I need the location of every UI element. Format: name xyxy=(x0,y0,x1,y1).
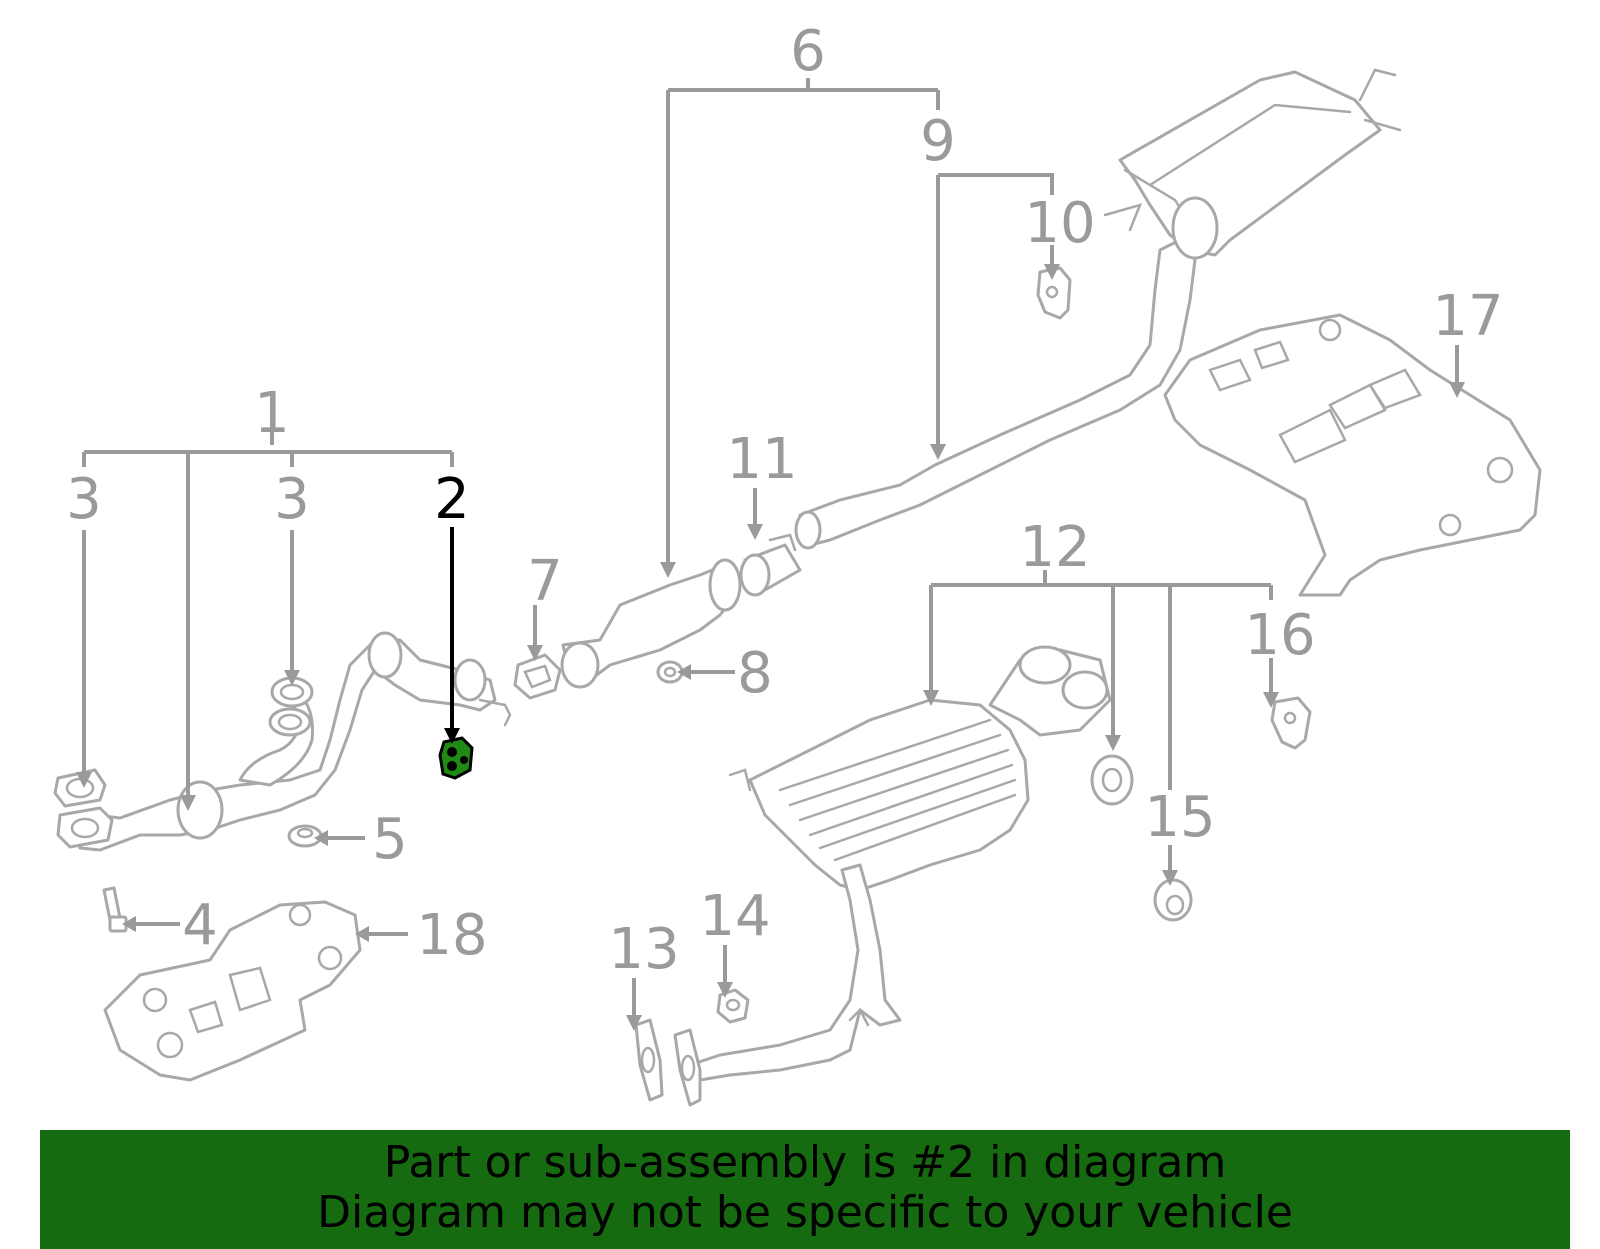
callout-5: 5 xyxy=(372,807,408,872)
rubber-isolator-part-15b[interactable] xyxy=(1153,878,1193,922)
callout-18: 18 xyxy=(416,903,487,968)
gasket-part-7[interactable] xyxy=(513,653,562,700)
arrowheads xyxy=(76,264,1465,1031)
callout-16: 16 xyxy=(1244,603,1315,668)
gasket-3-left[interactable] xyxy=(53,768,107,808)
callout-10: 10 xyxy=(1024,191,1095,256)
gasket-part-13[interactable] xyxy=(634,1018,664,1102)
callout-17: 17 xyxy=(1432,284,1503,349)
bolt-part-4[interactable] xyxy=(102,886,128,933)
gasket-3-right[interactable] xyxy=(268,676,314,737)
callout-3-right: 3 xyxy=(274,467,310,532)
hanger-part-16[interactable] xyxy=(1270,696,1312,750)
center-pipe-muffler-part-9[interactable] xyxy=(794,68,1402,550)
callout-7: 7 xyxy=(527,549,563,614)
leader-lines xyxy=(82,78,1459,1018)
callout-3-left: 3 xyxy=(66,467,102,532)
callout-15: 15 xyxy=(1144,785,1215,850)
callout-8: 8 xyxy=(737,641,773,706)
callout-11: 11 xyxy=(726,427,797,492)
callout-12: 12 xyxy=(1019,515,1090,580)
banner-line-2: Diagram may not be specific to your vehi… xyxy=(317,1187,1293,1238)
rear-muffler-part-12[interactable] xyxy=(688,645,1112,1082)
info-banner: Part or sub-assembly is #2 in diagram Di… xyxy=(40,1130,1570,1249)
hanger-part-2[interactable] xyxy=(438,736,474,780)
callout-13: 13 xyxy=(608,917,679,982)
callout-2: 2 xyxy=(434,467,470,532)
heat-shield-part-17[interactable] xyxy=(1163,313,1542,597)
tail-flange xyxy=(673,1028,702,1107)
exhaust-parts-diagram: 1 2 3 3 4 5 6 7 8 9 10 11 12 13 14 15 16… xyxy=(53,19,1542,1107)
clamp-part-11[interactable] xyxy=(739,533,802,597)
flange-gasket-left[interactable] xyxy=(56,806,114,849)
nut-part-14[interactable] xyxy=(716,988,750,1024)
callout-9: 9 xyxy=(920,109,956,174)
rubber-hanger-part-15[interactable] xyxy=(1090,754,1134,806)
callout-4: 4 xyxy=(182,893,218,958)
callout-14: 14 xyxy=(699,884,770,949)
nut-part-5[interactable] xyxy=(287,824,323,848)
catalytic-converter-part-6[interactable] xyxy=(560,558,742,689)
front-pipe-assembly[interactable] xyxy=(73,631,512,852)
heat-shield-part-18[interactable] xyxy=(103,900,362,1082)
callout-1: 1 xyxy=(254,381,290,446)
callout-6: 6 xyxy=(790,19,826,84)
banner-line-1: Part or sub-assembly is #2 in diagram xyxy=(383,1137,1227,1188)
hanger-part-10[interactable] xyxy=(1036,266,1072,320)
